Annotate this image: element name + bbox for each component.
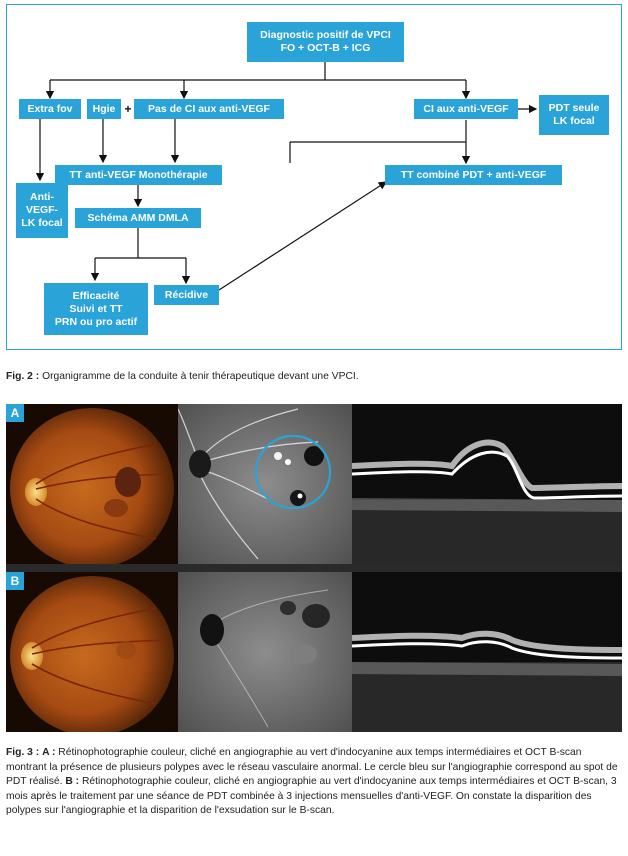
node-hgie: Hgie <box>87 99 121 119</box>
node-pas-ci: Pas de CI aux anti-VEGF <box>134 99 284 119</box>
fig3-label: Fig. 3 : <box>6 747 40 758</box>
fig2-text: Organigramme de la conduite à tenir thér… <box>42 371 359 382</box>
fig3-b-label: B : <box>65 776 80 788</box>
figure3-images: A <box>6 404 622 732</box>
node-tt-combine: TT combiné PDT + anti-VEGF <box>385 165 562 185</box>
pdt-spot-circle <box>254 434 332 510</box>
node-ci: CI aux anti-VEGF <box>414 99 518 119</box>
node-recidive: Récidive <box>154 285 219 305</box>
fundus-photo-b <box>6 572 178 732</box>
oct-bscan-b <box>352 572 622 732</box>
node-schema-amm: Schéma AMM DMLA <box>75 208 201 228</box>
node-anti-vegf-lk: Anti- VEGF- LK focal <box>16 183 68 238</box>
fig3-caption: Fig. 3 : A : Rétinophotographie couleur,… <box>6 746 622 819</box>
icg-angiography-b <box>178 572 352 732</box>
node-efficacite: Efficacité Suivi et TT PRN ou pro actif <box>44 283 148 335</box>
plus-sign: + <box>124 102 132 116</box>
fig3-b-text: Rétinophotographie couleur, cliché en an… <box>6 776 617 817</box>
node-diagnostic: Diagnostic positif de VPCI FO + OCT-B + … <box>247 22 404 62</box>
oct-bscan-a <box>352 404 622 564</box>
node-pdt-seule: PDT seule LK focal <box>539 95 609 135</box>
figure3-row-a: A <box>6 404 622 564</box>
flowchart-frame <box>6 4 622 350</box>
fig3-a-text: Rétinophotographie couleur, cliché en an… <box>6 747 618 788</box>
fundus-photo-a <box>6 404 178 564</box>
fig2-caption: Fig. 2 : Organigramme de la conduite à t… <box>6 370 622 385</box>
figure3-row-b: B <box>6 572 622 732</box>
fig2-label: Fig. 2 : <box>6 371 40 382</box>
fig3-a-label: A : <box>42 747 56 758</box>
panel-label-a: A <box>6 404 24 422</box>
icg-angiography-a <box>178 404 352 564</box>
arrow-recidive-to-combine <box>218 181 388 291</box>
node-extra-fov: Extra fov <box>19 99 81 119</box>
node-monotherapie: TT anti-VEGF Monothérapie <box>55 165 222 185</box>
flowchart-connectors <box>35 62 538 291</box>
panel-label-b: B <box>6 572 24 590</box>
